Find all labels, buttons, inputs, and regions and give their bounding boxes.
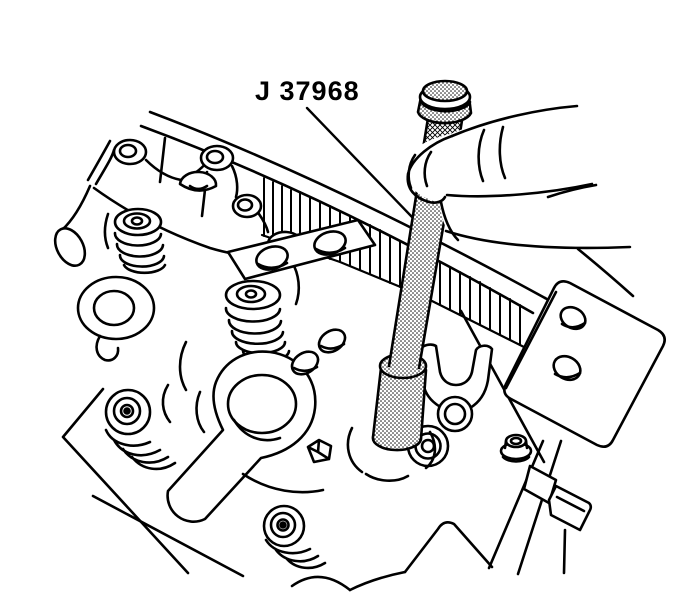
casting-tab	[306, 438, 333, 464]
combustion-chamber-port	[166, 350, 317, 523]
callout-label: J 37968	[255, 76, 360, 106]
head-rail-top-edge	[148, 110, 547, 300]
rocker-pedestal-bar	[226, 218, 377, 281]
spark-plug-port	[76, 275, 156, 362]
finger-side-edge	[439, 200, 460, 242]
cylinder-head-drawing	[53, 110, 666, 592]
head-bottom-edge	[61, 387, 190, 575]
head-corner-edges	[487, 439, 563, 576]
wrist-edge	[576, 247, 635, 298]
valve-spring	[104, 388, 177, 471]
knuckle-curve	[546, 183, 598, 199]
tool-cap	[416, 79, 473, 125]
valve-spring	[113, 207, 167, 275]
valve-spring	[224, 279, 291, 363]
knuckle-creases	[477, 125, 507, 183]
oil-hole	[53, 227, 87, 267]
callout-leader-line	[305, 106, 414, 219]
hand-bottom-edge	[444, 229, 632, 250]
valve-spring	[262, 504, 327, 570]
index-finger-top-edge	[450, 104, 579, 138]
middle-finger-edge	[445, 182, 594, 198]
oval-port	[317, 328, 347, 354]
hand-silhouette	[405, 105, 638, 256]
fingertip-outline	[406, 134, 454, 204]
bolt-boss	[112, 138, 263, 219]
deck-plate	[503, 280, 666, 448]
hand	[405, 104, 638, 298]
fingertip-creases	[407, 150, 433, 190]
dowel-stud	[499, 433, 533, 463]
corner-bracket	[547, 484, 593, 575]
